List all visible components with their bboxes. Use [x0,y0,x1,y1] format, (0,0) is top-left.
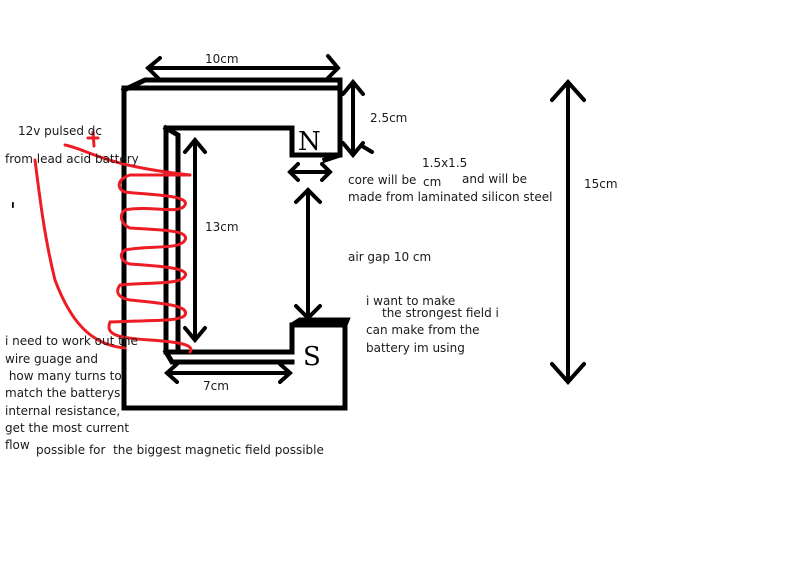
pole-south-label: S [303,342,321,372]
note-need-7b: possible for the biggest magnetic field … [36,443,324,457]
note-goal-2: the strongest field i [382,306,499,320]
label-15cm: 15cm [584,177,618,191]
arrow-2-5cm [341,78,374,159]
label-2-5cm: 2.5cm [370,111,408,125]
note-source-1: 12v pulsed dc [18,124,103,138]
minus-sign: - [1,201,26,209]
arrow-15cm [550,78,586,386]
note-core-unit: cm [423,175,442,189]
label-air-gap: air gap 10 cm [348,250,432,264]
label-13cm: 13cm [205,220,239,234]
arrow-air-gap [294,187,322,321]
note-goal-1: i want to make [366,294,456,308]
coil-winding [33,130,193,354]
pole-north-label: N [298,127,321,157]
label-10cm: 10cm [205,52,239,66]
note-source-2: from lead acid battery [5,152,139,166]
note-need-6: get the most current [5,421,130,435]
note-need-1: i need to work out the [5,334,138,348]
note-goal-4: battery im using [366,341,465,355]
arrow-7cm [164,362,293,384]
note-goal-3: can make from the [366,323,480,337]
note-core-suffix: and will be [462,172,528,186]
note-core-size: 1.5x1.5 [422,156,468,170]
arrow-10cm [145,54,341,82]
note-need-7a: flow [5,438,30,452]
note-need-2: wire guage and [5,352,98,366]
note-need-5: internal resistance, [5,404,121,418]
core-top-face [120,77,351,355]
note-need-4: match the batterys [5,386,121,400]
note-need-3: how many turns to [5,369,122,383]
core-bottom-face [162,348,348,411]
note-core-prefix: core will be [348,173,417,187]
note-core-material: made from laminated silicon steel [348,190,553,204]
arrow-13cm [183,136,207,344]
arrow-pole-width [287,162,333,182]
label-7cm: 7cm [203,379,229,393]
